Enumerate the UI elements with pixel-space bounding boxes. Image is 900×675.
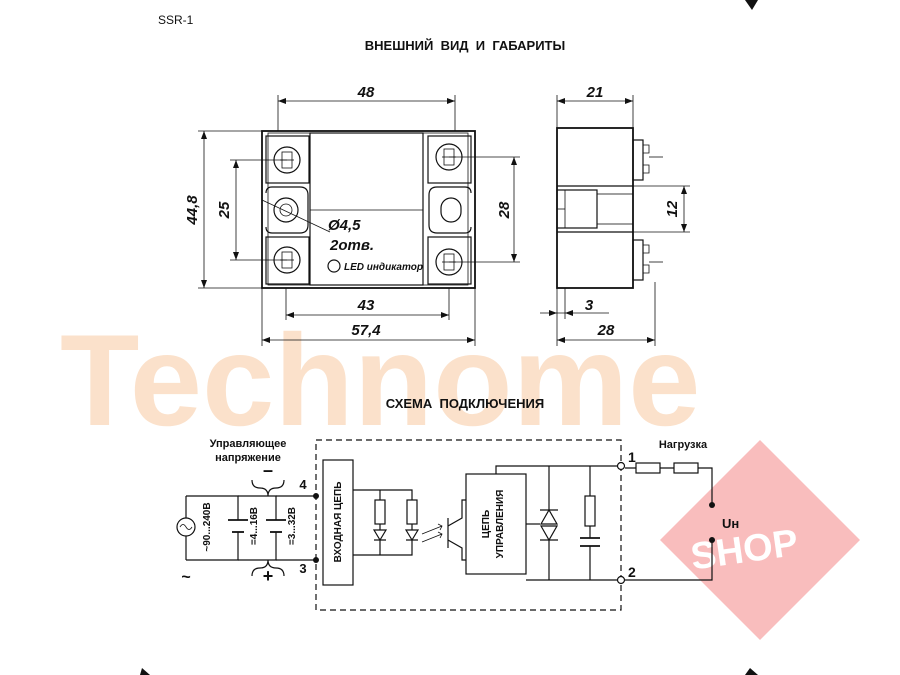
dim-hole-spacing: 25 [216, 201, 233, 219]
dc-range-2: =3...32В [287, 507, 298, 545]
led-2-icon [404, 524, 420, 546]
phototransistor-icon [447, 499, 466, 561]
watermark: Technome SHOP [60, 307, 860, 640]
side-view: 21 12 3 28 [540, 84, 690, 346]
screw-terminal-top-left [265, 135, 310, 184]
model-label: SSR-1 [158, 13, 194, 27]
dim-side-bottom: 28 [597, 322, 615, 339]
watermark-shop-diamond [660, 440, 860, 640]
device-boundary [315, 439, 622, 611]
load-resistor-icon [673, 462, 699, 474]
control-voltage-label-line1: Управляющее [210, 438, 287, 450]
terminal-1-dot [616, 461, 626, 471]
screw-terminal-bottom-left [265, 236, 310, 285]
terminal-4-dot [313, 493, 319, 499]
opto-arrows-icon [421, 523, 443, 543]
screw-terminal-bottom-right [427, 236, 472, 285]
supply-terminal-top [709, 502, 715, 508]
mounting-hole-right [428, 186, 472, 234]
terminal-2-label: 2 [628, 564, 636, 580]
corner-mark-top-right [745, 0, 758, 10]
brace-top [251, 479, 285, 497]
relay-center-label-area [309, 132, 424, 286]
output-top-rail [495, 465, 621, 474]
side-terminal-bottom [632, 239, 663, 281]
terminal-4-label: 4 [299, 477, 307, 492]
snubber-capacitor-icon [580, 537, 600, 547]
dc-range-1: =4...16В [249, 507, 260, 545]
plus-sign: + [263, 566, 274, 586]
triac-icon [539, 508, 559, 542]
supply-terminal-bottom [709, 537, 715, 543]
resistor-1 [374, 499, 386, 525]
hole-diameter-label: Ø4,5 [328, 217, 361, 234]
brace-bottom [251, 559, 285, 577]
hole-count-label: 2отв. [329, 237, 374, 254]
dim-top-width: 48 [357, 84, 375, 101]
minus-sign: – [263, 460, 273, 480]
load-label: Нагрузка [659, 439, 708, 451]
dim-bottom-inner: 43 [357, 297, 375, 314]
corner-mark-bottom-right [745, 668, 758, 675]
dim-side-small: 3 [585, 297, 594, 314]
terminal-1-label: 1 [628, 449, 636, 465]
mounting-hole-left [265, 186, 309, 234]
corner-mark-bottom-left [140, 668, 150, 675]
section-circuit-title: СХЕМА ПОДКЛЮЧЕНИЯ [386, 396, 544, 411]
dim-side-top: 21 [586, 84, 604, 101]
section-view-title: ВНЕШНИЙ ВИД И ГАБАРИТЫ [365, 38, 565, 53]
load-wire [625, 467, 713, 581]
supply-voltage-label: Uн [722, 516, 739, 531]
ac-symbol: ~ [181, 569, 190, 586]
led-label: LED индикатор [344, 262, 423, 273]
dim-total-height: 44,8 [184, 195, 201, 226]
front-view: LED индикатор Ø4,5 2отв. 48 44,8 25 28 [184, 84, 520, 346]
hole-leader [261, 199, 331, 233]
watermark-text: Technome [60, 307, 700, 453]
relay-body-outline [261, 130, 476, 289]
side-body-outline [556, 127, 634, 289]
dim-side-middle: 12 [664, 200, 681, 217]
screw-terminal-top-right [427, 135, 472, 184]
resistor-2 [406, 499, 418, 525]
control-voltage-label-line2: напряжение [215, 452, 281, 464]
control-block-line1: ЦЕПЬ [481, 510, 492, 538]
diode-1-icon [372, 524, 388, 546]
led-indicator-icon [327, 259, 341, 273]
terminal-3-dot [313, 557, 319, 563]
ac-source-label: ~90...240В [202, 502, 213, 551]
fuse-icon [635, 462, 661, 474]
terminal-2-dot [616, 575, 626, 585]
terminal-3-label: 3 [299, 561, 306, 576]
dim-terminal-spacing: 28 [496, 201, 513, 219]
control-block-line2: УПРАВЛЕНИЯ [495, 490, 506, 559]
snubber-resistor [584, 495, 596, 527]
input-circuit-block [322, 459, 354, 586]
dim-bottom-total: 57,4 [351, 322, 381, 339]
side-terminal-top [632, 139, 663, 181]
circuit-diagram: Управляющее напряжение ~90...240В ~ =4..… [176, 438, 739, 611]
input-block-label: ВХОДНАЯ ЦЕПЬ [333, 482, 344, 563]
